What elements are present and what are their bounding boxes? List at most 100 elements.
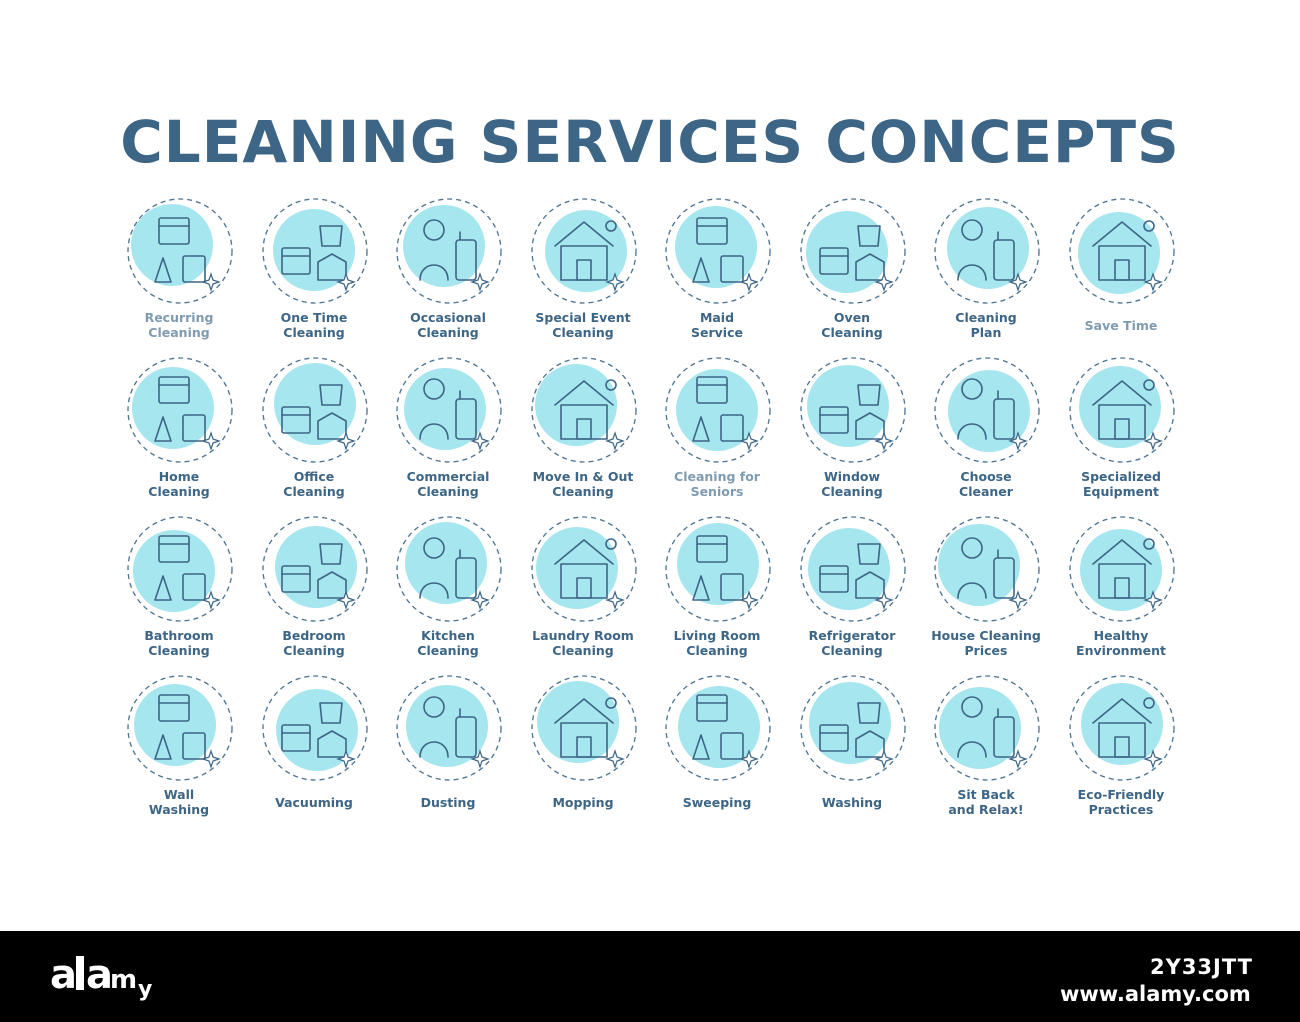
concept-label: Save Time [1084, 318, 1158, 333]
concept-card: Vacuuming [247, 669, 381, 828]
refrigerator-cleaning-icon [800, 516, 906, 622]
watermark-url: www.alamy.com [1060, 982, 1251, 1006]
occasional-cleaning-icon [396, 198, 502, 304]
oven-cleaning-icon [800, 198, 906, 304]
mopping-icon [531, 675, 637, 781]
concept-card: Washing [785, 669, 919, 828]
one-time-cleaning-icon [262, 198, 368, 304]
bedroom-cleaning-icon [262, 516, 368, 622]
healthy-environment-icon [1069, 516, 1175, 622]
concept-card: Mopping [516, 669, 650, 828]
save-time-icon [1069, 198, 1175, 304]
svg-text:a: a [86, 952, 113, 998]
wall-washing-icon [127, 675, 233, 781]
house-cleaning-prices-icon [934, 516, 1040, 622]
bathroom-cleaning-icon [127, 516, 233, 622]
svg-text:m: m [110, 965, 137, 995]
vacuuming-icon [262, 675, 368, 781]
concept-label: Dusting [420, 795, 476, 810]
choose-cleaner-icon [934, 357, 1040, 463]
kitchen-cleaning-icon [396, 516, 502, 622]
concept-label: Washing [821, 795, 883, 810]
sweeping-icon [665, 675, 771, 781]
concept-label: Sweeping [682, 795, 752, 810]
concept-card: Dusting [381, 669, 515, 828]
washing-icon [800, 675, 906, 781]
cleaning-plan-icon [934, 198, 1040, 304]
specialized-equipment-icon [1069, 357, 1175, 463]
svg-text:a: a [50, 952, 77, 998]
svg-text:y: y [138, 977, 152, 1002]
special-event-cleaning-icon [531, 198, 637, 304]
concept-label: Mopping [552, 795, 614, 810]
maid-service-icon [665, 198, 771, 304]
eco-friendly-practices-icon [1069, 675, 1175, 781]
home-cleaning-icon [127, 357, 233, 463]
sit-back-and-relax-icon [934, 675, 1040, 781]
commercial-cleaning-icon [396, 357, 502, 463]
laundry-room-cleaning-icon [531, 516, 637, 622]
window-cleaning-icon [800, 357, 906, 463]
page-title: CLEANING SERVICES CONCEPTS [120, 108, 1180, 176]
living-room-cleaning-icon [665, 516, 771, 622]
concept-card: Save Time [1054, 192, 1188, 351]
cleaning-for-seniors-icon [665, 357, 771, 463]
image-id: 2Y33JTT [1150, 955, 1253, 979]
move-in-out-cleaning-icon [531, 357, 637, 463]
concept-card: Sweeping [650, 669, 784, 828]
recurring-cleaning-icon [127, 198, 233, 304]
alamy-logo: a a m y [50, 952, 152, 1002]
watermark-footer [0, 931, 1300, 1022]
concept-label: Vacuuming [275, 795, 353, 810]
office-cleaning-icon [262, 357, 368, 463]
